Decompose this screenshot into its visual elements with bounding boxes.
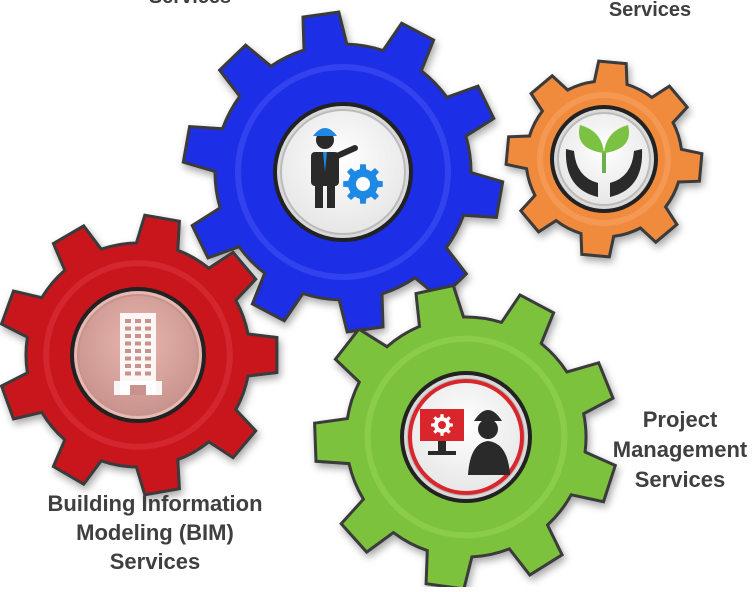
engineer-with-gear-icon	[311, 128, 383, 208]
label-line: Services	[608, 0, 692, 21]
label-line: Modeling (BIM)	[76, 520, 234, 545]
label-line: Services	[634, 467, 726, 492]
worker-at-computer-icon	[408, 379, 524, 495]
hands-holding-plant-icon	[565, 125, 643, 197]
label-line: Services	[109, 549, 201, 574]
label-line: Building Information	[47, 491, 263, 516]
gear-green	[313, 283, 618, 591]
top-left-services-label: Services	[100, 0, 280, 8]
gear-highlight	[235, 64, 451, 280]
gear-highlight	[537, 92, 671, 226]
gear-highlight	[43, 260, 233, 450]
label-line: Management	[612, 437, 748, 462]
top-right-services-label: Services	[560, 0, 740, 21]
gear-blue	[181, 10, 505, 334]
label-line: Services	[100, 0, 280, 8]
building-icon	[114, 313, 162, 395]
bim-services-label: Building Information Modeling (BIM) Serv…	[10, 489, 300, 576]
label-line: Project	[642, 407, 718, 432]
gear-highlight	[364, 335, 568, 539]
gear-hub	[280, 109, 406, 235]
project-management-services-label: Project Management Services	[600, 405, 756, 495]
